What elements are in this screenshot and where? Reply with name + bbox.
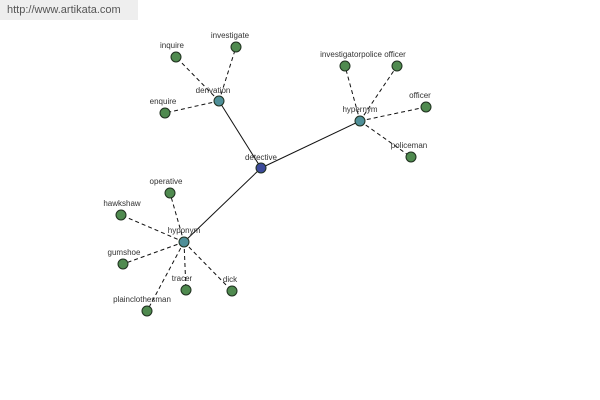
node-officer[interactable]: officer [409,91,432,113]
node-dot-hyponym[interactable] [178,236,190,248]
edge-hyponym-gumshoe-12 [122,241,185,265]
node-label-dick: dick [223,275,238,284]
node-label-officer: officer [409,91,431,100]
edge-detective-derivation-0 [218,100,262,169]
edge-derivation-inquire-3 [175,56,220,102]
node-label-detective: detective [245,153,278,162]
edge-detective-hyponym-2 [183,167,262,243]
node-dot-hawkshaw[interactable] [115,209,127,221]
node-dot-gumshoe[interactable] [117,258,129,270]
node-dot-hypernym[interactable] [354,115,366,127]
node-dot-derivation[interactable] [213,95,225,107]
node-label-hypernym: hypernym [342,105,377,114]
node-dot-detective[interactable] [255,162,267,174]
node-hawkshaw[interactable]: hawkshaw [103,199,141,221]
node-label-derivation: derivation [196,86,231,95]
edge-hyponym-plainclothesman-13 [146,241,185,312]
node-label-operative: operative [150,177,183,186]
watermark-url: http://www.artikata.com [0,0,138,20]
node-dot-operative[interactable] [164,187,176,199]
node-inquire[interactable]: inquire [160,41,185,63]
node-dot-tracer[interactable] [180,284,192,296]
node-investigatorpolice[interactable]: investigatorpolice officer [320,50,406,72]
node-dot-officer[interactable] [420,101,432,113]
node-operative[interactable]: operative [150,177,183,199]
node-label-plainclothesman: plainclothesman [113,295,171,304]
edge-hyponym-operative-10 [169,192,185,243]
node-hypernym[interactable]: hypernym [342,105,378,127]
edge-hypernym-investigatorpolice-6 [344,65,361,122]
node-hyponym[interactable]: hyponym [168,226,201,248]
edge-hyponym-dick-15 [183,241,233,292]
node-label-investigatorpolice: investigatorpolice officer [320,50,406,59]
node-plainclothesman[interactable]: plainclothesman [113,295,171,317]
node-derivation[interactable]: derivation [196,86,231,107]
node-dot-inquire[interactable] [170,51,182,63]
node-label-inquire: inquire [160,41,185,50]
node-gumshoe[interactable]: gumshoe [108,248,141,270]
edge-hypernym-policeman-8 [359,120,412,158]
node-label-hyponym: hyponym [168,226,201,235]
node-dot-investigatorpolice[interactable] [339,60,351,72]
node-dick[interactable]: dick [223,275,238,297]
node-dot-dick[interactable] [226,285,238,297]
node-dot-enquire[interactable] [159,107,171,119]
edge-derivation-investigate-4 [218,46,237,102]
node-enquire[interactable]: enquire [150,97,177,119]
node-label-enquire: enquire [150,97,177,106]
node-label-policeman: policeman [391,141,427,150]
edges-layer [120,46,427,312]
node-label-hawkshaw: hawkshaw [103,199,141,208]
node-dot-plainclothesman[interactable] [141,305,153,317]
nodes-layer: detective derivation hypernym hyponym inquir… [103,31,432,317]
node-investigate[interactable]: investigate [211,31,250,53]
node-investigatorpolice-officer-dot[interactable] [391,60,403,72]
node-dot-investigate[interactable] [230,41,242,53]
edge-hypernym-officer-7 [359,106,427,122]
node-detective[interactable]: detective [245,153,278,174]
node-policeman[interactable]: policeman [391,141,427,163]
node-label-tracer: tracer [172,274,193,283]
edge-hyponym-hawkshaw-11 [120,214,185,243]
node-label-gumshoe: gumshoe [108,248,141,257]
node-label-investigate: investigate [211,31,250,40]
edge-hyponym-tracer-14 [183,241,187,291]
node-tracer[interactable]: tracer [172,274,193,296]
node-dot-policeman[interactable] [405,151,417,163]
edge-derivation-enquire-5 [164,100,220,114]
edge-detective-hypernym-1 [260,120,361,169]
